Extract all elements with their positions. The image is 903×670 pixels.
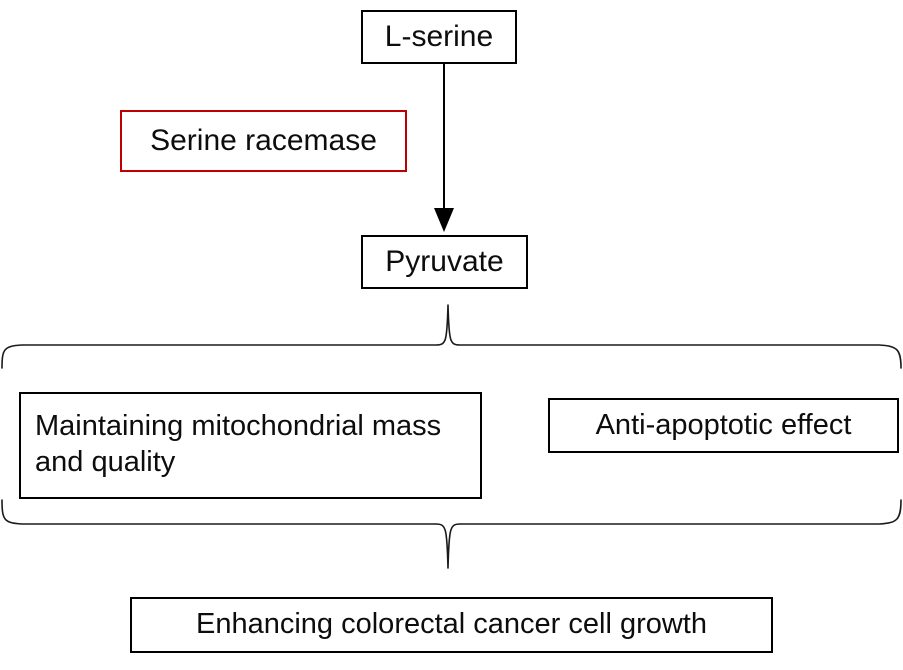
curly-brace-down-icon [1, 499, 902, 569]
node-l-serine[interactable]: L-serine [361, 10, 517, 64]
node-pyruvate[interactable]: Pyruvate [361, 235, 528, 289]
node-enhancing-colorectal-cancer-cell-growth[interactable]: Enhancing colorectal cancer cell growth [130, 597, 773, 653]
node-serine-racemase[interactable]: Serine racemase [120, 110, 407, 172]
node-maintaining-mitochondrial-mass-and-quality[interactable]: Maintaining mitochondrial mass and quali… [19, 392, 482, 499]
node-anti-apoptotic-effect[interactable]: Anti-apoptotic effect [548, 398, 899, 453]
curly-brace-up-icon [1, 304, 902, 369]
down-arrow-icon [434, 64, 454, 232]
